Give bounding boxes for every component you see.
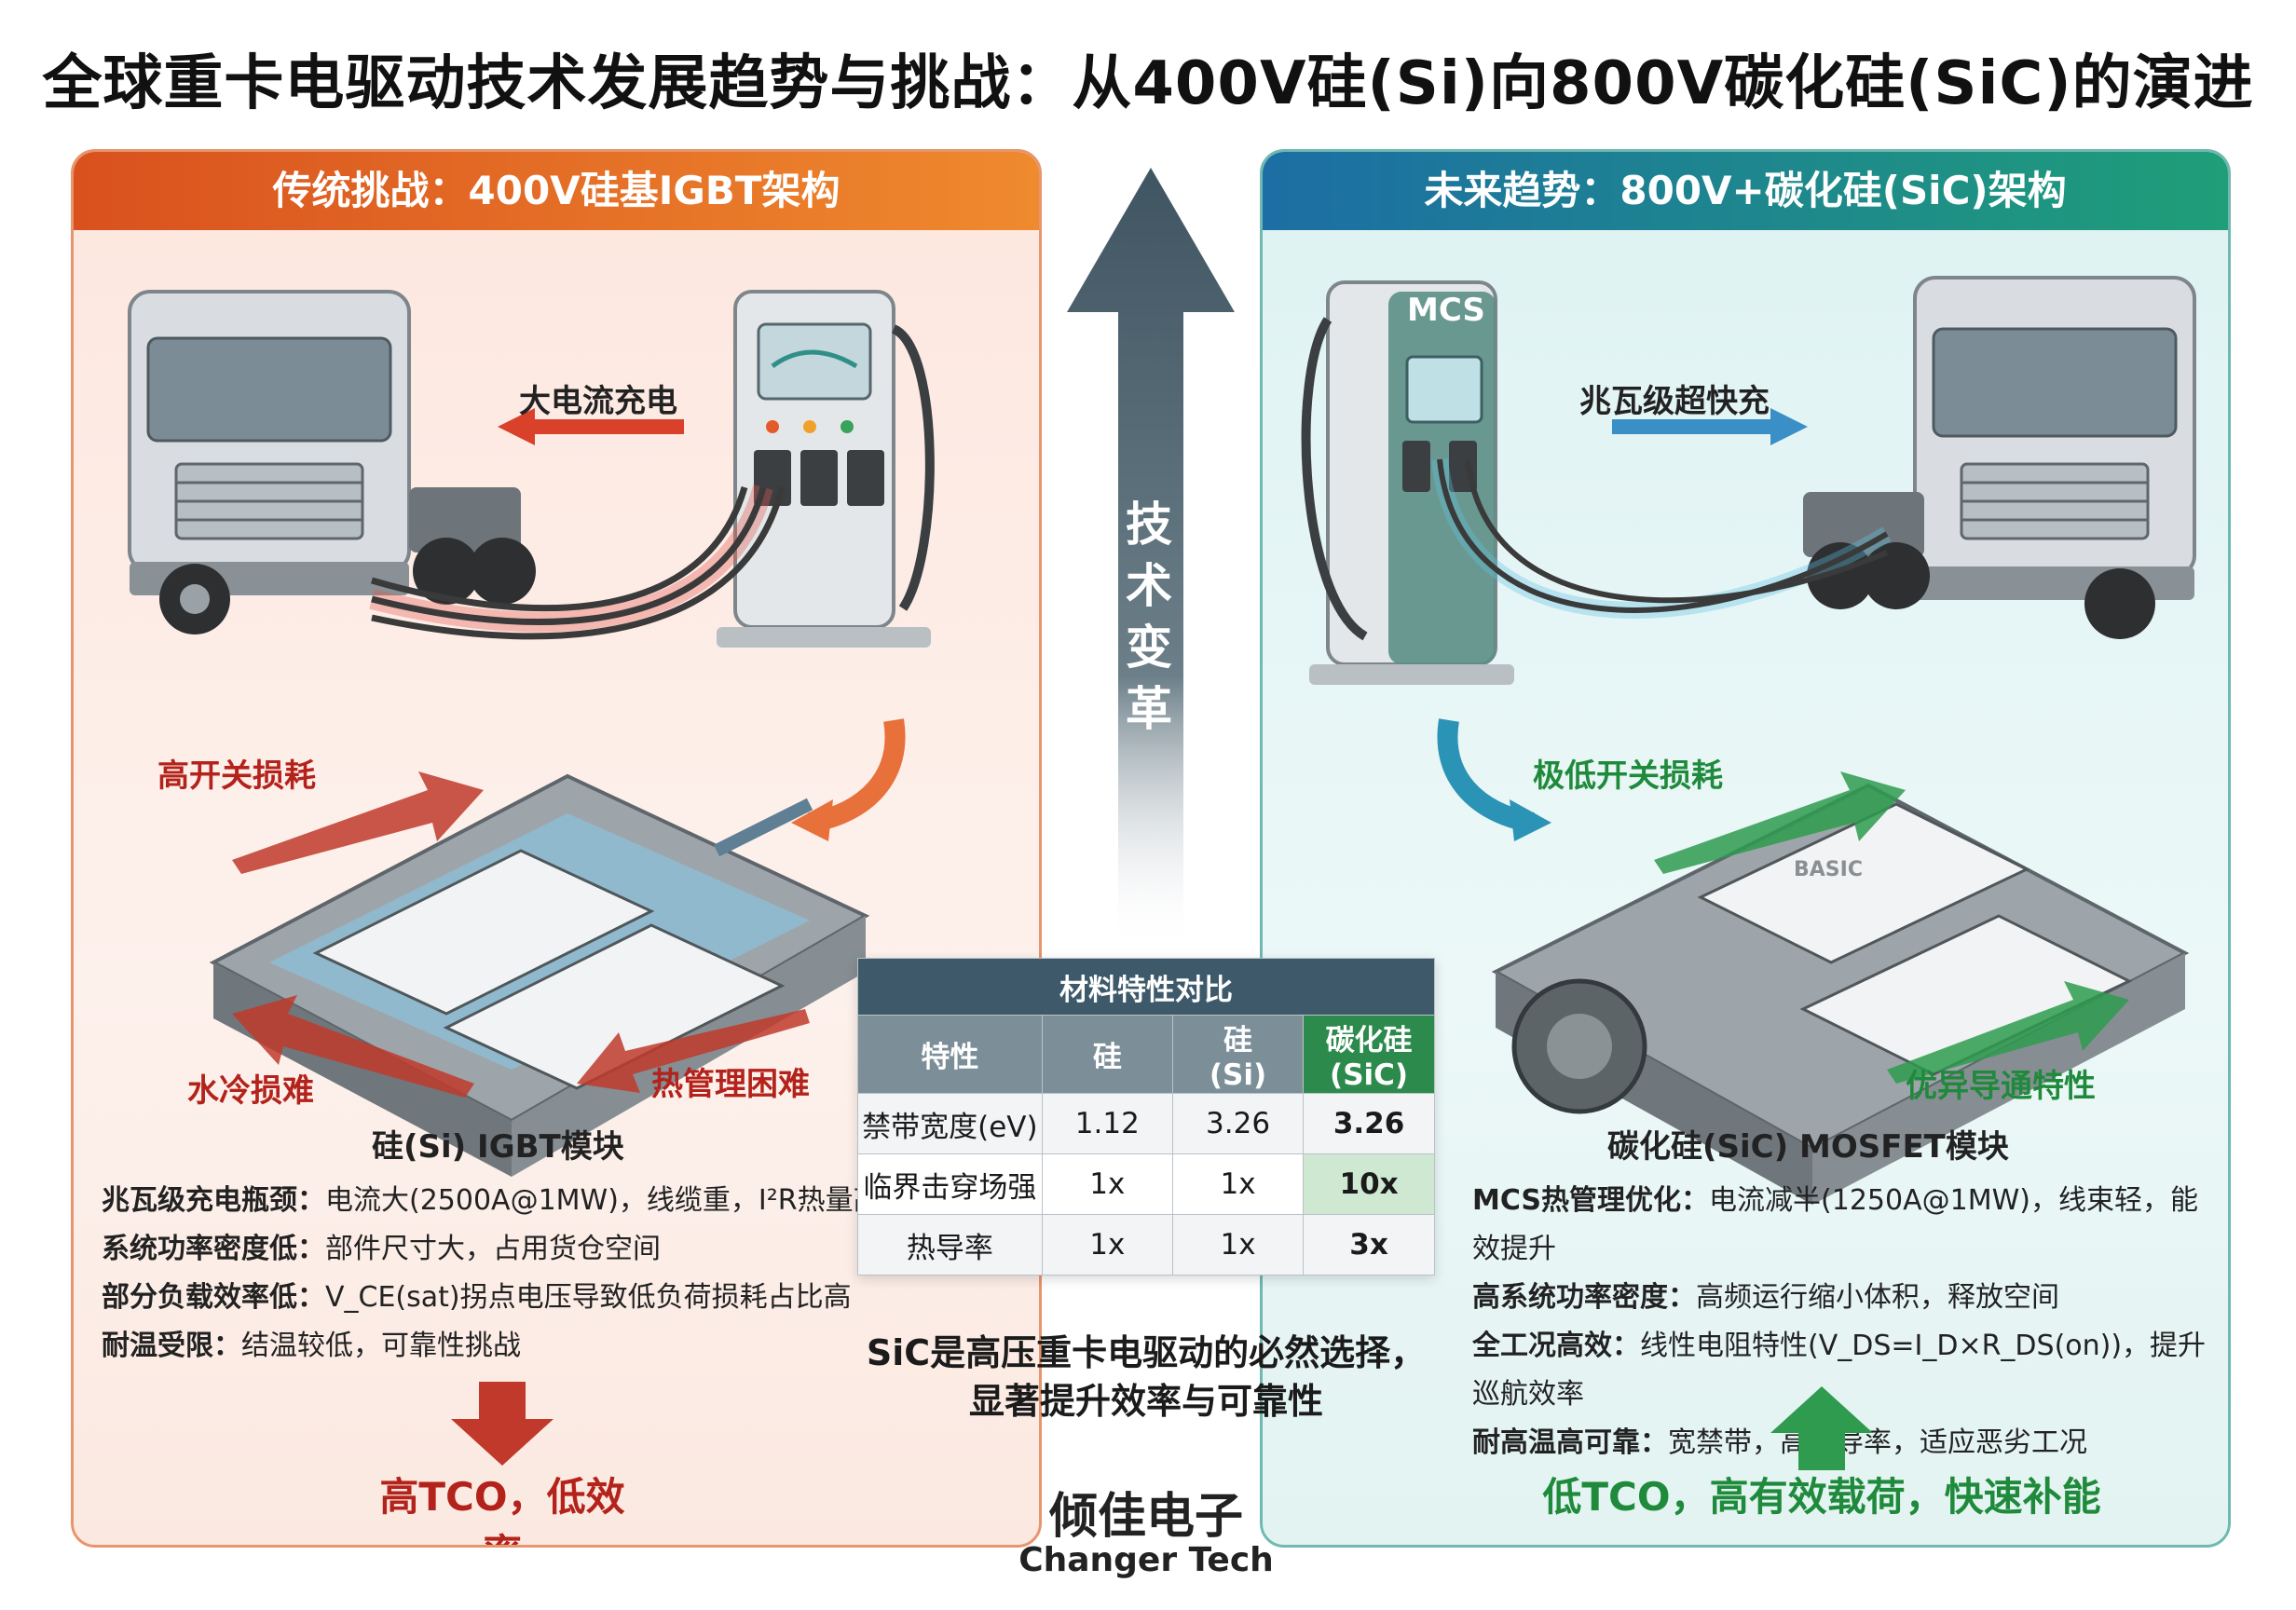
left-bullet-item: 部分负载效率低：V_CE(sat)拐点电压导致低负荷损耗占比高 [102,1274,884,1322]
table-cell: 1x [1041,1153,1173,1215]
bullet-text: 电流减半(1250A@1MW)，线束轻，能效提升 [1472,1184,2198,1265]
left-bullet-item: 兆瓦级充电瓶颈：电流大(2500A@1MW)，线缆重，I²R热量高 [102,1177,884,1225]
high-switching-loss-label: 高开关损耗 [157,757,316,795]
table-cell: 3.26 [1171,1093,1305,1154]
right-bullet-item: 耐高温高可靠：宽禁带，高热导率，适应恶劣工况 [1472,1419,2208,1467]
bullet-text: 线性电阻特性(V_DS=I_D×R_DS(on))，提升巡航效率 [1472,1330,2207,1411]
header-sic-sub: (SiC) [1330,1058,1409,1092]
right-panel-future-architecture: 未来趋势：800V+碳化硅(SiC)架构 MCS 兆瓦级超快充 [1260,149,2231,1548]
left-panel-header: 传统挑战：400V硅基IGBT架构 [74,152,1039,230]
bullet-title: 系统功率密度低： [102,1233,325,1265]
left-bullet-item: 系统功率密度低：部件尺寸大，占用货仓空间 [102,1225,884,1274]
bullet-text: 宽禁带，高热导率，适应恶劣工况 [1668,1426,2087,1459]
light-cables-icon [1431,458,1892,619]
right-bullet-list: MCS热管理优化：电流减半(1250A@1MW)，线束轻，能效提升 高系统功率密… [1472,1177,2208,1467]
truck-icon [1803,276,2196,639]
water-cooling-arrow-icon [232,995,474,1098]
thermal-management-label: 热管理困难 [651,1066,810,1103]
table-cell: 热导率 [857,1214,1043,1276]
tech-change-arrow-icon [1067,168,1235,950]
ultra-fast-charging-label: 兆瓦级超快充 [1579,383,1770,420]
sic-module-title: 碳化硅(SiC) MOSFET模块 [1607,1128,2009,1166]
conduction-arrow-icon [1887,981,2129,1084]
left-bullet-list: 兆瓦级充电瓶颈：电流大(2500A@1MW)，线缆重，I²R热量高 系统功率密度… [102,1177,884,1371]
bullet-title: 耐温受限： [102,1330,241,1362]
table-cell: 禁带宽度(eV) [857,1093,1043,1154]
module-direction-arrow-icon [1437,718,1551,841]
module-brand-label: BASIC [1794,858,1863,881]
conduction-label: 优异导通特性 [1906,1068,2096,1105]
igbt-module-title: 硅(Si) IGBT模块 [372,1128,624,1166]
low-switching-loss-label: 极低开关损耗 [1533,757,1723,795]
bullet-title: 兆瓦级充电瓶颈： [102,1184,325,1217]
right-bullet-item: 高系统功率密度：高频运行缩小体积，释放空间 [1472,1274,2208,1322]
table-cell: 1x [1171,1153,1305,1215]
material-comparison-table: 材料特性对比 特性 硅 硅(Si) 碳化硅(SiC) 禁带宽度(eV) 1.12… [857,958,1435,1276]
tech-change-label: 技术变革 [1126,498,1172,736]
header-si-sub: (Si) [1209,1058,1267,1092]
right-bottom-line: 低TCO，高有效载荷，快速补能 [1542,1474,2101,1520]
mcs-label: MCS [1407,292,1485,329]
low-switching-loss-arrow-icon [1654,771,1906,874]
charging-direction-arrow-icon [498,408,684,445]
table-cell: 3x [1303,1214,1435,1276]
conclusion-line: 显著提升效率与可靠性 [968,1381,1323,1422]
page-title: 全球重卡电驱动技术发展趋势与挑战：从400V硅(Si)向800V碳化硅(SiC)… [42,49,2254,118]
table-row: 热导率 1x 1x 3x [857,1214,1435,1276]
left-bottom-line: 高TCO，低效率 [379,1474,625,1545]
igbt-module-icon [209,773,870,1177]
down-arrow-icon [451,1382,554,1466]
left-bullet-item: 耐温受限：结温较低，可靠性挑战 [102,1322,884,1371]
thermal-management-arrow-icon [577,1009,810,1093]
table-header-si: 硅 [1041,1015,1173,1094]
table-caption: 材料特性对比 [857,958,1435,1016]
table-cell: 3.26 [1303,1093,1435,1154]
table-cell: 1x [1171,1214,1305,1276]
truck-icon [128,290,536,634]
right-bullet-item: 全工况高效：线性电阻特性(V_DS=I_D×R_DS(on))，提升巡航效率 [1472,1322,2208,1419]
table-header-sic: 碳化硅(SiC) [1303,1015,1435,1094]
charging-station-icon [717,290,935,648]
bullet-text: 结温较低，可靠性挑战 [241,1330,521,1362]
high-switching-loss-arrow-icon [232,771,484,874]
bullet-text: 高频运行缩小体积，释放空间 [1696,1281,2059,1314]
brand-name: 倾佳电子 [1048,1489,1243,1545]
bullet-title: 全工况高效： [1472,1330,1640,1362]
module-direction-arrow-icon [791,718,906,841]
table-header-si-alt: 硅(Si) [1171,1015,1305,1094]
up-arrow-icon [1770,1386,1873,1470]
header-sic-label: 碳化硅 [1325,1024,1413,1057]
left-panel-legacy-architecture: 传统挑战：400V硅基IGBT架构 大 [71,149,1042,1548]
right-panel-header: 未来趋势：800V+碳化硅(SiC)架构 [1263,152,2228,230]
right-bullet-item: MCS热管理优化：电流减半(1250A@1MW)，线束轻，能效提升 [1472,1177,2208,1274]
bullet-text: 电流大(2500A@1MW)，线缆重，I²R热量高 [325,1184,882,1217]
brand-english-name: Changer Tech [1018,1541,1274,1579]
table-cell: 1.12 [1041,1093,1173,1154]
table-row: 临界击穿场强 1x 1x 10x [857,1153,1435,1215]
bullet-title: 部分负载效率低： [102,1281,325,1314]
bullet-text: V_CE(sat)拐点电压导致低负荷损耗占比高 [325,1281,852,1314]
bullet-title: 高系统功率密度： [1472,1281,1696,1314]
charging-direction-arrow-icon [1612,408,1808,445]
table-header-property: 特性 [857,1015,1043,1094]
water-cooling-loss-label: 水冷损难 [187,1072,314,1110]
header-si-label: 硅 [1223,1024,1253,1057]
bullet-text: 部件尺寸大，占用货仓空间 [325,1233,661,1265]
table-cell: 10x [1303,1153,1435,1215]
conclusion-text: SiC是高压重卡电驱动的必然选择， 显著提升效率与可靠性 [839,1329,1454,1426]
thick-cables-icon [369,484,786,640]
conclusion-line: SiC是高压重卡电驱动的必然选择， [866,1332,1427,1373]
charging-label: 大电流充电 [519,383,677,420]
table-row: 禁带宽度(eV) 1.12 3.26 3.26 [857,1093,1435,1154]
table-cell: 1x [1041,1214,1173,1276]
table-cell: 临界击穿场强 [857,1153,1043,1215]
bullet-title: MCS热管理优化： [1472,1184,1710,1217]
bullet-title: 耐高温高可靠： [1472,1426,1668,1459]
